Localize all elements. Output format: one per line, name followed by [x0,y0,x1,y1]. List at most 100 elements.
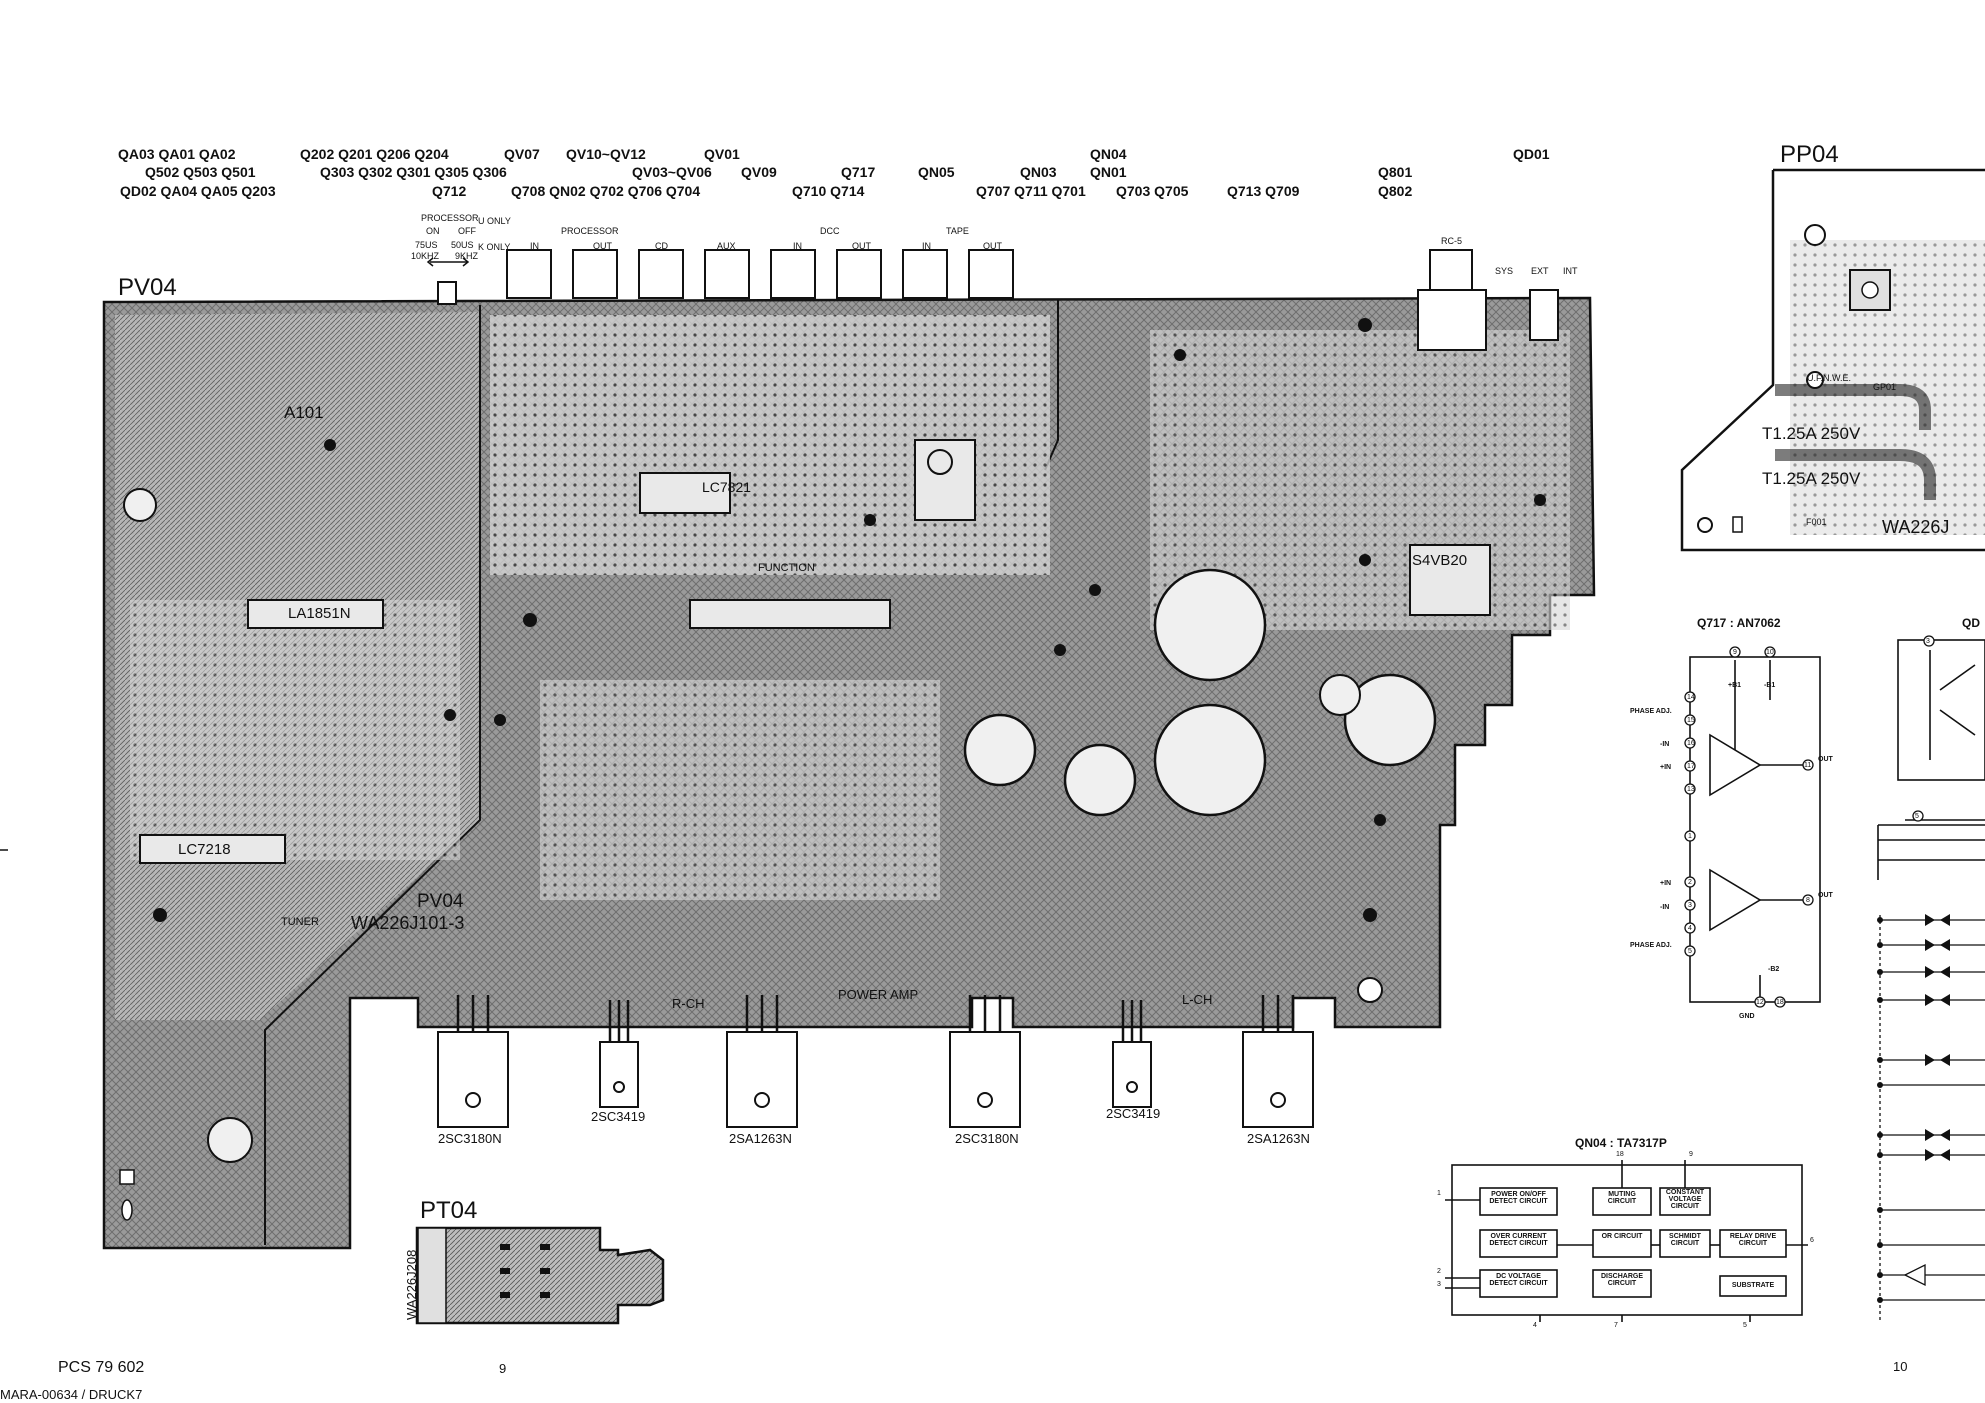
pv04-part-number: WA226J101-3 [351,913,465,933]
ic-la1851n-label: LA1851N [288,605,351,622]
qd-partial-diagram [1877,639,1985,880]
qn04-pin: 6 [1810,1237,1814,1244]
qn04-block-relay-drive: RELAY DRIVE CIRCUIT [1729,1233,1777,1247]
aux-label: AUX [717,241,736,251]
processor-out-label: OUT [593,241,612,251]
switch-off-label: OFF [458,226,476,236]
q717-plus-b1: +B1 [1728,682,1742,689]
qn04-diagram [1445,1160,1808,1322]
header-row3-q802: Q802 [1378,183,1413,199]
footer-model: PCS 79 602 [58,1359,145,1376]
switch-50us-label: 50US [451,240,474,250]
transistor-label: 2SC3419 [1106,1106,1161,1121]
function-label: FUNCTION [758,562,815,574]
qn04-pin: 2 [1437,1268,1441,1275]
q717-pin: 14 [1687,694,1695,701]
header-row2-q5: Q502 Q503 Q501 [145,164,256,180]
header-row1-q2: Q202 Q201 Q206 Q204 [300,146,449,162]
fuse1-label: T1.25A 250V [1762,424,1861,443]
tape-in-label: IN [922,241,931,251]
switch-10khz-label: 10KHZ [411,251,440,261]
q717-pin: 3 [1688,902,1692,909]
ic-a101-label: A101 [284,403,324,422]
q717-minus-b1: -B1 [1764,682,1776,689]
qn04-title: QN04 : TA7317P [1575,1136,1667,1150]
pt04-board-name: PT04 [420,1197,478,1224]
q717-pin: 10 [1766,649,1774,656]
header-row2-q3: Q303 Q302 Q301 Q305 Q306 [320,164,507,180]
fuse2-label: T1.25A 250V [1762,469,1861,488]
pt04-board-outline [415,1226,665,1325]
header-row1-qa: QA03 QA01 QA02 [118,146,236,162]
qd-partial-title: QD [1962,616,1980,630]
q717-plus-in-2: +IN [1660,880,1672,887]
cd-label: CD [655,241,668,251]
r-ch-label: R-CH [672,996,705,1011]
switch-on-label: ON [426,226,440,236]
qn04-block-power-onoff: POWER ON/OFF DETECT CIRCUIT [1489,1191,1548,1205]
bridge-s4vb20-label: S4VB20 [1412,552,1468,569]
sys-label: SYS [1495,266,1514,276]
l-ch-label: L-CH [1182,992,1213,1007]
q717-pin: 17 [1687,763,1695,770]
transistor-label: 2SC3180N [438,1131,502,1146]
q717-pin: 13 [1687,786,1695,793]
pp04-part-number: WA226J [1882,517,1950,537]
q717-title: Q717 : AN7062 [1697,616,1781,630]
qn04-block-constant-voltage: CONSTANT VOLTAGE CIRCUIT [1665,1189,1705,1210]
pv04-board-name: PV04 [118,274,177,301]
pv04-inner-label: PV04 [417,891,464,912]
q717-pin: 4 [1688,925,1692,932]
header-row1-qv01: QV01 [704,146,740,162]
qn04-pin: 3 [1437,1281,1441,1288]
qn04-block-substrate: SUBSTRATE [1731,1282,1775,1289]
transistor-label: 2SA1263N [729,1131,792,1146]
header-row1-qv07: QV07 [504,146,540,162]
qn04-block-over-current: OVER CURRENT DETECT CIRCUIT [1489,1233,1548,1247]
q717-out-2: OUT [1818,892,1833,899]
q717-minus-b2: -B2 [1768,966,1780,973]
ext-label: EXT [1531,266,1549,276]
q717-plus-in-1: +IN [1660,764,1672,771]
q717-pin: 16 [1687,740,1695,747]
q717-pin: 5 [1688,948,1692,955]
q717-pin: 9 [1733,649,1737,656]
header-row2-q717: Q717 [841,164,876,180]
header-row2-q801: Q801 [1378,164,1413,180]
q717-out-1: OUT [1818,756,1833,763]
q717-gnd: GND [1739,1013,1755,1020]
diode-ladder [1879,915,1985,1320]
header-row3-q712: Q712 [432,183,467,199]
qn04-pin: 5 [1743,1322,1747,1329]
header-row1-qv10: QV10~QV12 [566,146,646,162]
qn04-pin: 18 [1616,1151,1624,1158]
pp04-board-name: PP04 [1780,141,1839,168]
switch-k-only-label: K ONLY [478,242,511,252]
switch-processor-label: PROCESSOR [421,213,479,223]
pt04-part-number: WA226J208 [404,1249,419,1320]
ic-lc7821-label: LC7821 [702,479,752,495]
qn04-block-discharge: DISCHARGE CIRCUIT [1600,1273,1643,1287]
q717-pin: 11 [1804,762,1812,769]
switch-u-only-label: U ONLY [478,216,511,226]
ic-lc7218-label: LC7218 [178,841,231,858]
header-row3-q710: Q710 Q714 [792,183,865,199]
q717-pin: 1 [1688,833,1692,840]
qn04-pin: 7 [1614,1322,1618,1329]
header-row2-qv03: QV03~QV06 [632,164,712,180]
tape-out-label: OUT [983,241,1002,251]
f001-label: F001 [1806,517,1827,527]
dcc-in-label: IN [793,241,802,251]
header-row3-q713: Q713 Q709 [1227,183,1300,199]
transistor-label: 2SC3180N [955,1131,1019,1146]
processor-in-label: IN [530,241,539,251]
transistor-label: 2SA1263N [1247,1131,1310,1146]
qd-partial-pin: 3 [1926,638,1930,645]
q717-phase-adj-bottom: PHASE ADJ. [1630,942,1672,949]
footer-doc-number: MARA-00634 / DRUCK7 [0,1387,143,1402]
q717-pin: 12 [1756,999,1764,1006]
header-row3-q703: Q703 Q705 [1116,183,1189,199]
pp04-board-outline [1680,168,1985,552]
header-row3-q707: Q707 Q711 Q701 [976,183,1086,199]
gp01-label: GP01 [1873,382,1897,392]
